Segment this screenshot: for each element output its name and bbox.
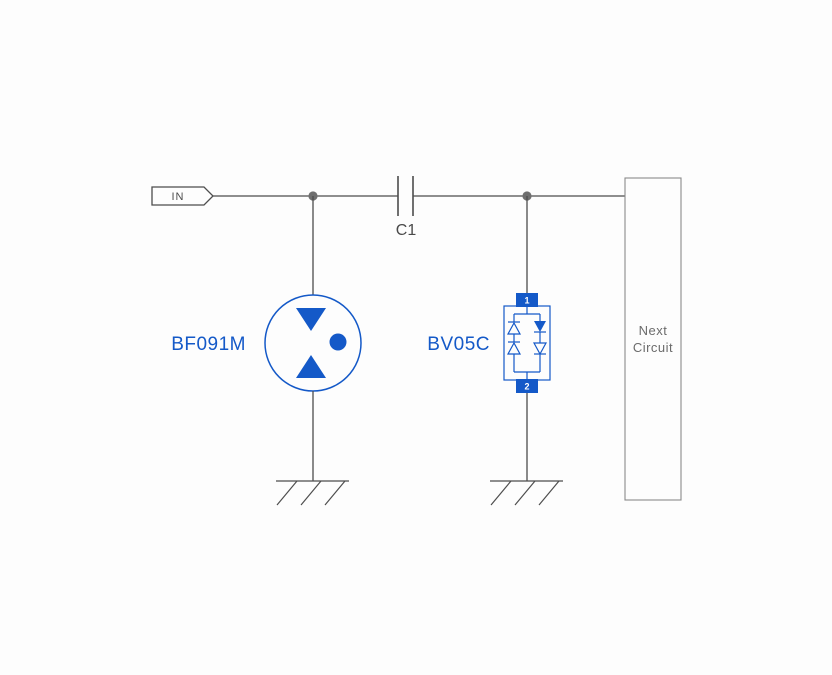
ground-symbol-left bbox=[276, 480, 349, 506]
tvs-right-diode1-triangle bbox=[534, 321, 546, 332]
tvs-pin-pad-top bbox=[516, 293, 538, 307]
ground-slash-3 bbox=[324, 480, 346, 506]
gdt-bottom-electrode-triangle bbox=[296, 355, 326, 378]
gdt-component: BF091M bbox=[171, 294, 362, 392]
input-terminal: IN bbox=[151, 186, 214, 206]
ground-slash-2 bbox=[514, 480, 536, 506]
ground-slash-3 bbox=[538, 480, 560, 506]
gdt-top-electrode-triangle bbox=[296, 308, 326, 331]
tvs-label: BV05C bbox=[427, 334, 490, 355]
tvs-component: 1 2 BV05C bbox=[427, 293, 551, 393]
ground-slash-1 bbox=[276, 480, 298, 506]
next-circuit-block: Next Circuit bbox=[624, 177, 682, 501]
ground-slash-1 bbox=[490, 480, 512, 506]
tvs-right-diode2-triangle bbox=[532, 342, 548, 356]
next-circuit-rect bbox=[624, 177, 682, 501]
tvs-pin-label-bottom: 2 bbox=[524, 382, 529, 392]
gdt-label: BF091M bbox=[171, 334, 246, 355]
capacitor-label: C1 bbox=[396, 222, 417, 239]
tvs-pin-pad-bottom bbox=[516, 379, 538, 393]
gdt-center-electrode-dot bbox=[329, 333, 347, 351]
ground-slash-2 bbox=[300, 480, 322, 506]
capacitor-c1: C1 bbox=[396, 176, 417, 239]
input-label: IN bbox=[172, 191, 185, 203]
next-circuit-label-line2: Circuit bbox=[633, 340, 673, 355]
ground-symbol-right bbox=[490, 480, 563, 506]
input-flag-shape bbox=[151, 186, 214, 206]
tvs-pin-label-top: 1 bbox=[524, 296, 529, 306]
next-circuit-label-line1: Next bbox=[639, 323, 668, 338]
